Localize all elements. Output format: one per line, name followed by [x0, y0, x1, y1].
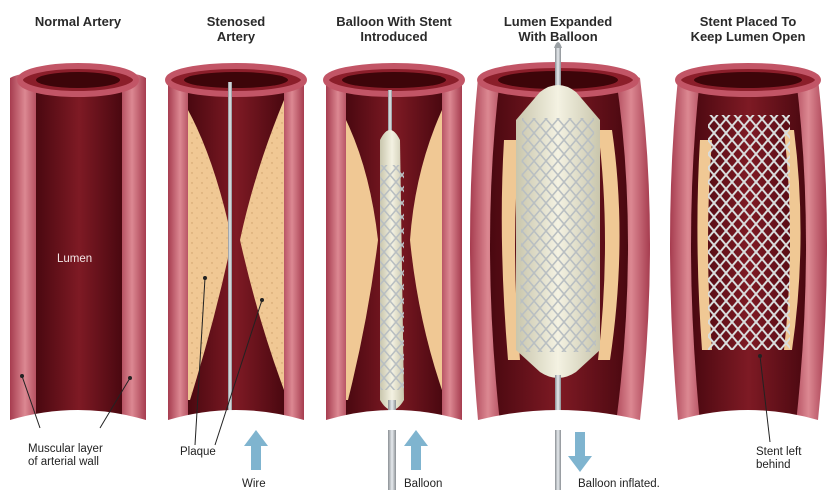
- artery-wall-right: [118, 74, 146, 420]
- stent-crimped: [380, 165, 404, 390]
- panel-stenosed-artery: [168, 66, 304, 470]
- label-balloon: Balloon: [404, 478, 442, 491]
- lumen: [36, 78, 122, 423]
- title-lumen-expanded: Lumen Expanded With Balloon: [483, 14, 633, 44]
- arrow-up-icon: [404, 430, 428, 470]
- panel-balloon-with-stent: [326, 66, 462, 490]
- panel-normal-artery: [10, 66, 146, 430]
- label-muscular-layer: Muscular layer of arterial wall: [28, 443, 103, 469]
- arrow-down-icon: [568, 432, 592, 472]
- title-stent-placed: Stent Placed To Keep Lumen Open: [673, 14, 823, 44]
- label-plaque: Plaque: [180, 446, 216, 459]
- label-stent-left-behind: Stent left behind: [756, 446, 801, 472]
- label-balloon-inflated: Balloon inflated.: [578, 478, 660, 491]
- label-lumen: Lumen: [57, 253, 92, 266]
- panel-stent-placed: [670, 66, 827, 442]
- title-balloon-with-stent: Balloon With Stent Introduced: [319, 14, 469, 44]
- panel-lumen-expanded: [470, 42, 650, 490]
- stent-expanded: [520, 118, 596, 352]
- guide-wire: [228, 82, 232, 427]
- arrow-up-icon: [244, 430, 268, 470]
- title-stenosed-artery: Stenosed Artery: [161, 14, 311, 44]
- stent-left-behind: [708, 115, 790, 350]
- label-wire: Wire: [242, 478, 266, 491]
- title-normal-artery: Normal Artery: [3, 14, 153, 29]
- artery-wall-left: [10, 74, 40, 420]
